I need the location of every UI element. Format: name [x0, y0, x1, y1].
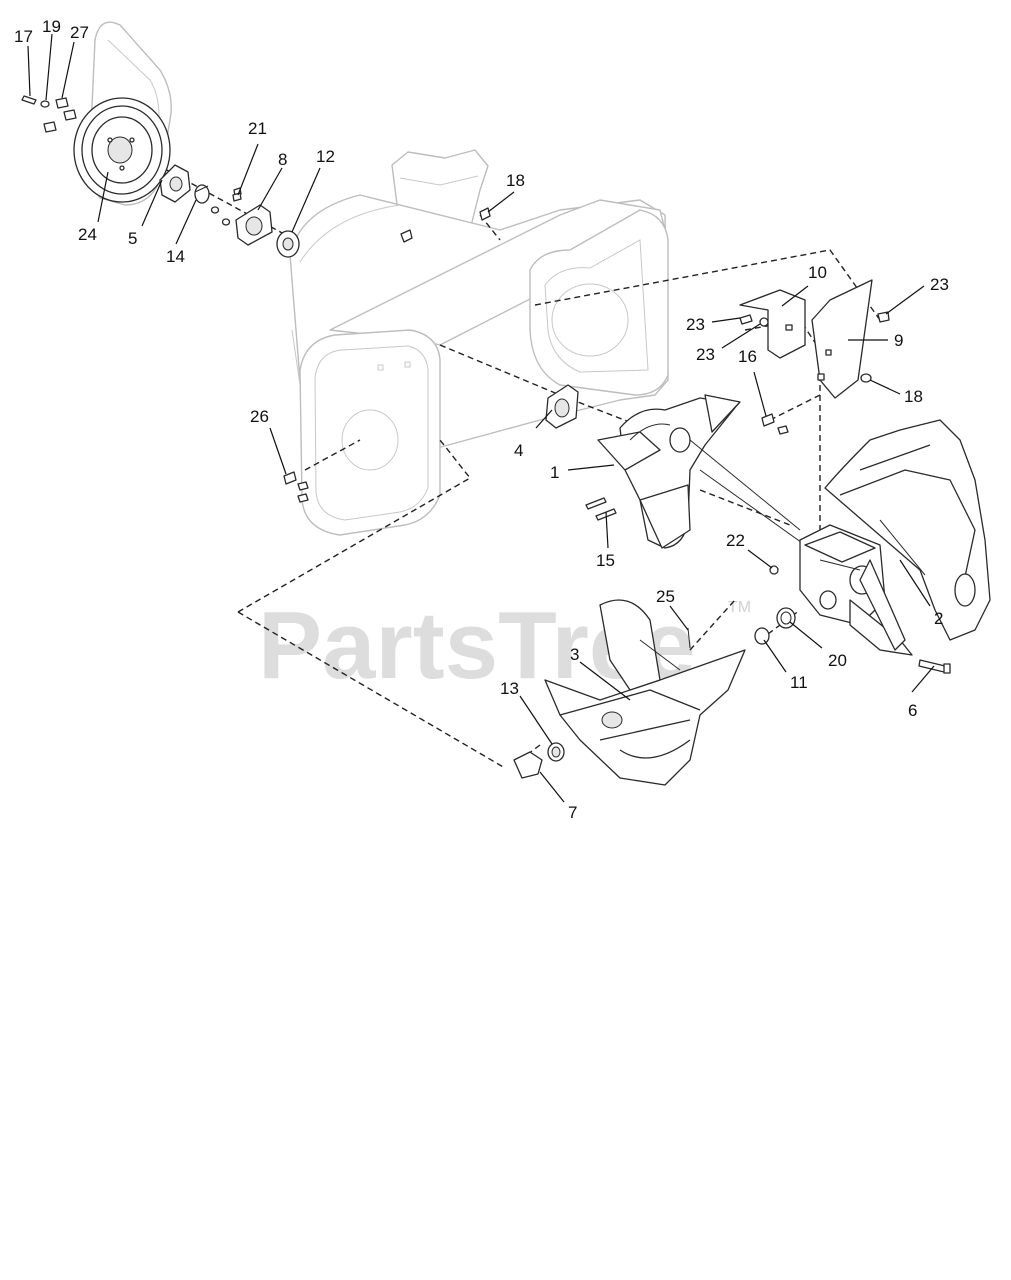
callout-15[interactable]: 15: [596, 551, 615, 570]
bearing-bracket-part-7[interactable]: [513, 751, 543, 779]
spacer-part-14[interactable]: [194, 184, 210, 204]
callouts: 17 19 27 21 8 12 24 5 14 18 10 23 23 23 …: [14, 17, 949, 822]
callout-17[interactable]: 17: [14, 27, 33, 46]
roll-pins-part-15[interactable]: [585, 497, 617, 521]
callout-12[interactable]: 12: [316, 147, 335, 166]
callout-23-right[interactable]: 23: [930, 275, 949, 294]
callout-8[interactable]: 8: [278, 150, 287, 169]
impeller-part-1[interactable]: [597, 394, 806, 549]
callout-18-top[interactable]: 18: [506, 171, 525, 190]
callout-23-left[interactable]: 23: [686, 315, 705, 334]
callout-11[interactable]: 11: [790, 673, 808, 692]
callout-5[interactable]: 5: [128, 229, 137, 248]
callout-13[interactable]: 13: [500, 679, 519, 698]
bolt-part-6[interactable]: [918, 659, 951, 674]
callout-4[interactable]: 4: [514, 441, 523, 460]
callout-1[interactable]: 1: [550, 463, 559, 482]
leader-lines: [27, 33, 935, 803]
fasteners[interactable]: [232, 192, 890, 649]
callout-6[interactable]: 6: [908, 701, 917, 720]
bearing-part-12[interactable]: [276, 230, 300, 258]
callout-16[interactable]: 16: [738, 347, 757, 366]
callout-14[interactable]: 14: [166, 247, 185, 266]
bearing-plate-part-8[interactable]: [235, 204, 273, 246]
bearing-flange-part-5[interactable]: [159, 164, 191, 203]
callout-26[interactable]: 26: [250, 407, 269, 426]
auger-right-part-2[interactable]: [824, 419, 991, 656]
bushing-part-11[interactable]: [754, 627, 770, 645]
pulley-hardware[interactable]: [21, 95, 77, 133]
callout-3[interactable]: 3: [570, 645, 579, 664]
callout-23-lower[interactable]: 23: [696, 345, 715, 364]
watermark-trademark: TM: [728, 599, 751, 616]
callout-20[interactable]: 20: [828, 651, 847, 670]
callout-10[interactable]: 10: [808, 263, 827, 282]
callout-7[interactable]: 7: [568, 803, 577, 822]
bearing-plate-part-4[interactable]: [545, 384, 579, 429]
callout-18-right[interactable]: 18: [904, 387, 923, 406]
callout-22[interactable]: 22: [726, 531, 745, 550]
callout-21[interactable]: 21: [248, 119, 267, 138]
washer-part-20[interactable]: [776, 607, 796, 629]
callout-25[interactable]: 25: [656, 587, 675, 606]
bushing-part-13[interactable]: [547, 742, 565, 762]
callout-27[interactable]: 27: [70, 23, 89, 42]
pulley-part-24[interactable]: [73, 97, 171, 203]
callout-9[interactable]: 9: [894, 331, 903, 350]
bracket-part-10[interactable]: [739, 289, 806, 359]
auger-left-part-3[interactable]: [544, 599, 746, 786]
bracket-part-9[interactable]: [811, 279, 873, 399]
callout-2[interactable]: 2: [934, 609, 943, 628]
callout-19[interactable]: 19: [42, 17, 61, 36]
callout-24[interactable]: 24: [78, 225, 97, 244]
auger-housing: [88, 21, 669, 536]
